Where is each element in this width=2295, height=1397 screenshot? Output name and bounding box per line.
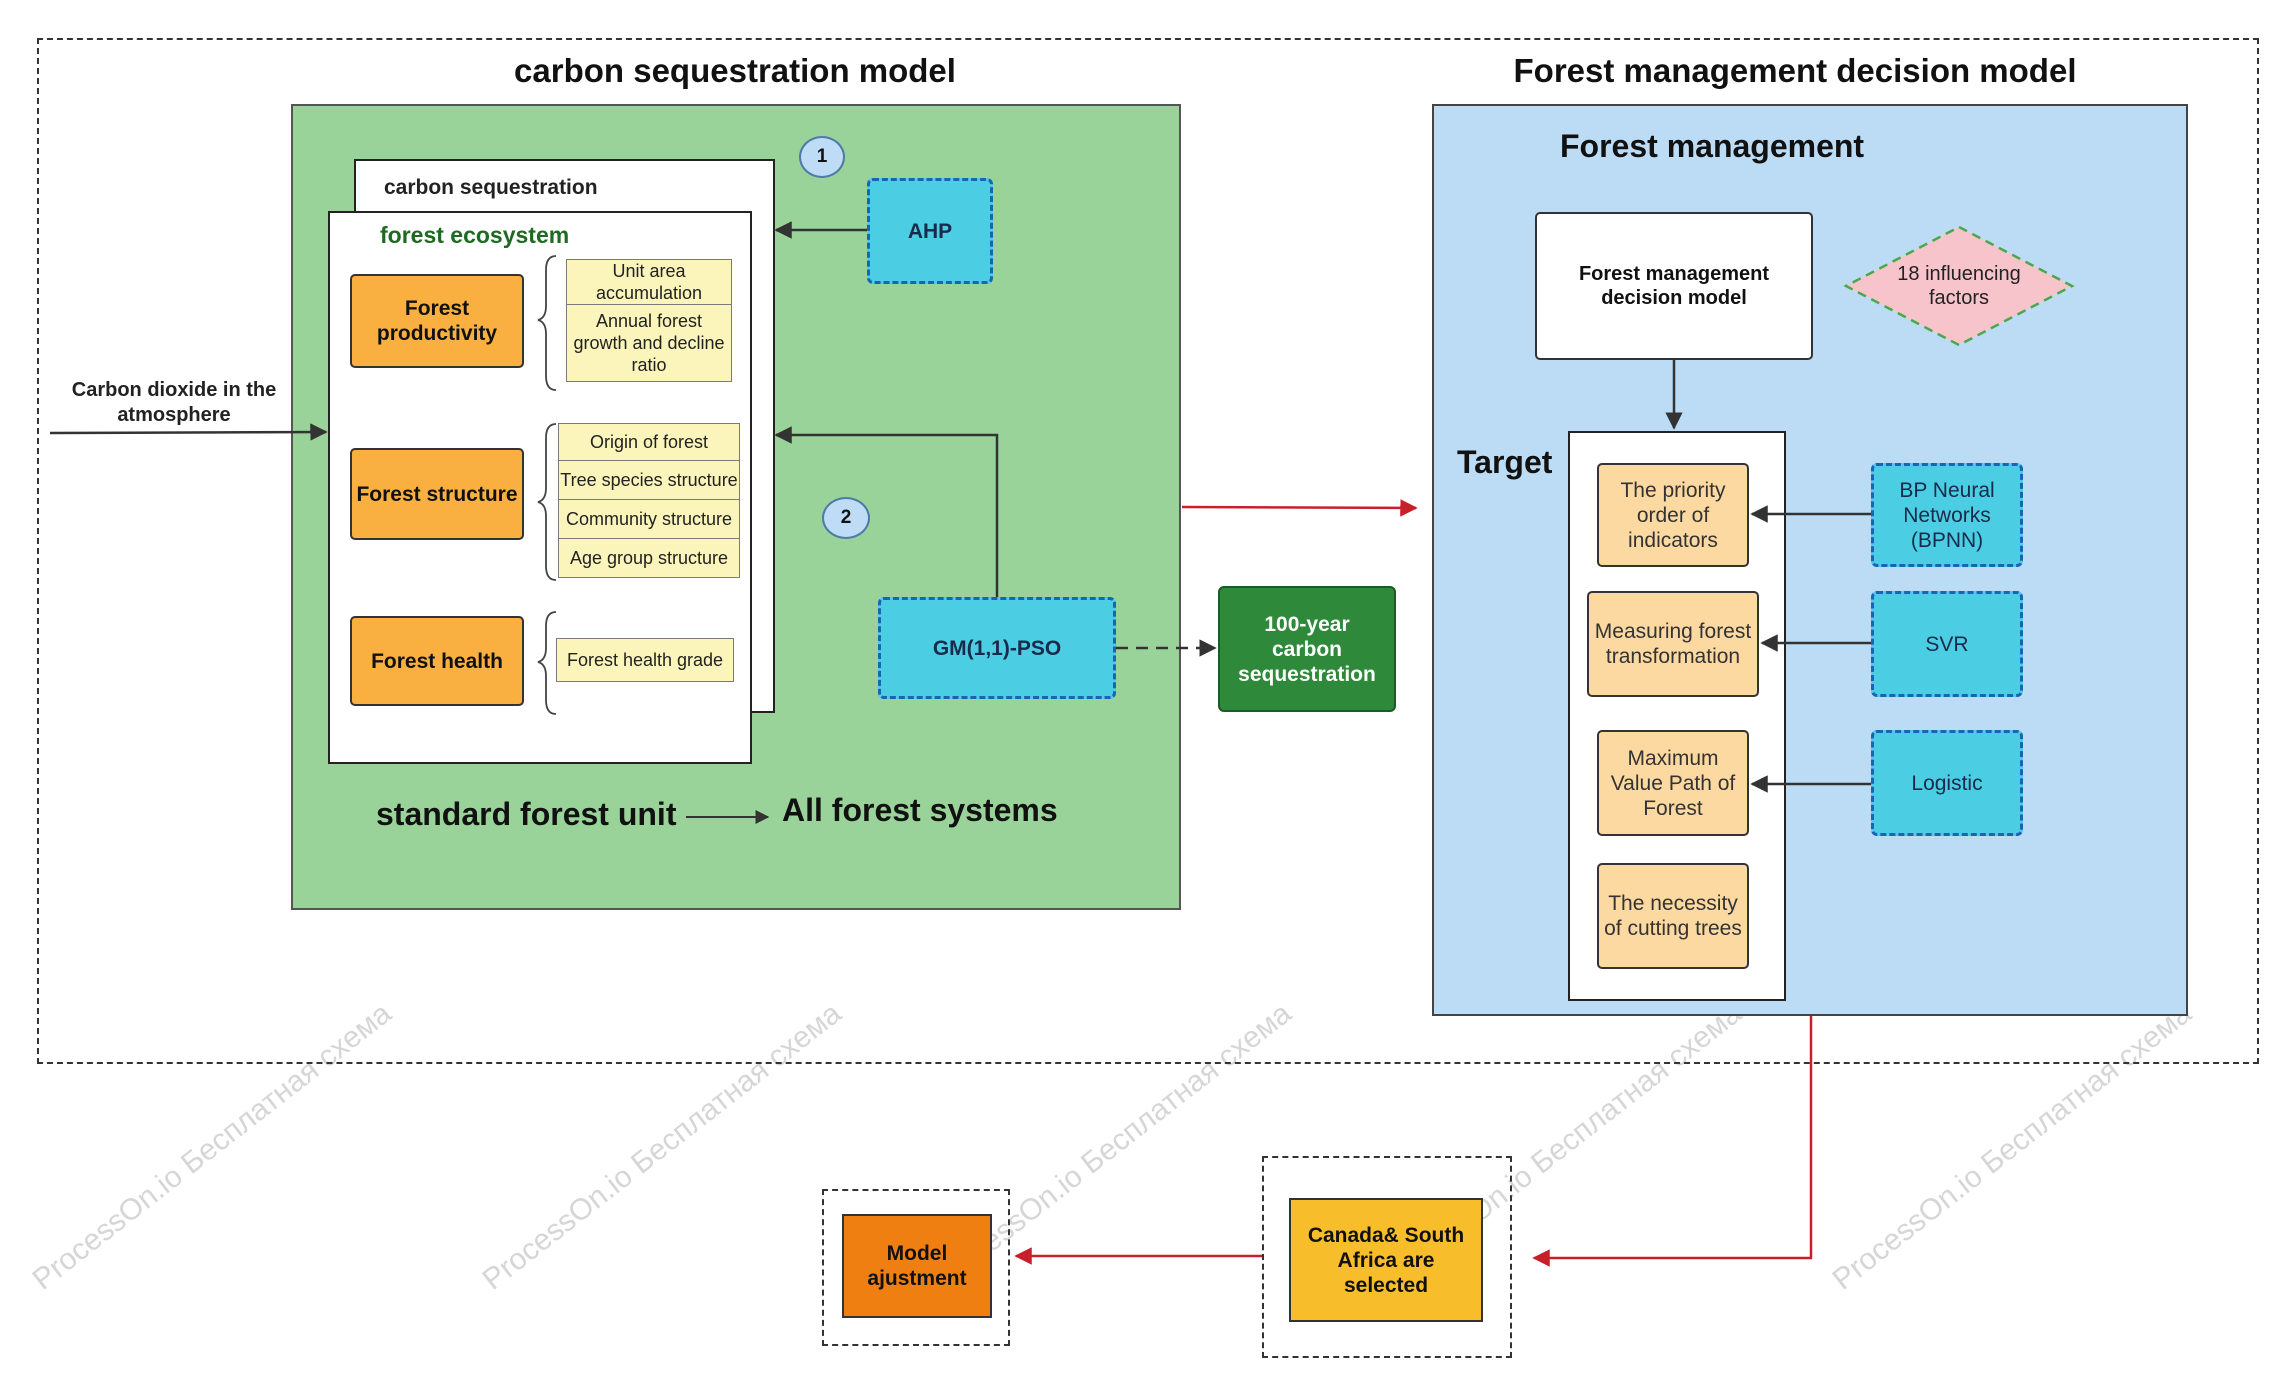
forest-productivity-box[interactable]: Forest productivity	[350, 274, 524, 368]
all-forest-systems-label: All forest systems	[782, 792, 1058, 828]
canada-south-africa-box[interactable]: Canada& South Africa are selected	[1289, 1198, 1483, 1322]
forest-ecosystem-label: forest ecosystem	[380, 222, 570, 248]
influencing-factors-diamond	[1843, 225, 2075, 347]
step-badge-1: 1	[799, 136, 845, 178]
forest-management-heading: Forest management	[1560, 128, 1865, 164]
forest-structure-box[interactable]: Forest structure	[350, 448, 524, 540]
influencing-factors-label: 18 influencing factors	[1897, 263, 2021, 309]
co2-atmosphere-label: Carbon dioxide in the atmosphere	[71, 379, 277, 426]
ahp-box[interactable]: AHP	[867, 178, 993, 284]
forest-health-grade: Forest health grade	[556, 638, 734, 682]
annual-growth-decline-ratio: Annual forest growth and decline ratio	[566, 304, 732, 382]
carbon-model-title: carbon sequestration model	[514, 52, 956, 89]
tree-species-structure: Tree species structure	[558, 460, 740, 500]
forest-model-title: Forest management decision model	[1513, 52, 2077, 89]
community-structure: Community structure	[558, 499, 740, 539]
gm-pso-box[interactable]: GM(1,1)-PSO	[878, 597, 1116, 699]
standard-forest-unit-label: standard forest unit	[376, 796, 677, 832]
svr-box[interactable]: SVR	[1871, 591, 2023, 697]
maximum-value-path-box[interactable]: Maximum Value Path of Forest	[1597, 730, 1749, 836]
model-adjustment-box[interactable]: Model ajustment	[842, 1214, 992, 1318]
selected-countries-group	[1262, 1156, 1512, 1358]
outer-frame	[37, 38, 2259, 1064]
model-adjustment-group	[822, 1189, 1010, 1346]
necessity-cutting-trees-box[interactable]: The necessity of cutting trees	[1597, 863, 1749, 969]
priority-order-box[interactable]: The priority order of indicators	[1597, 463, 1749, 567]
unit-area-accumulation: Unit area accumulation	[566, 259, 732, 305]
logistic-box[interactable]: Logistic	[1871, 730, 2023, 836]
origin-of-forest: Origin of forest	[558, 423, 740, 461]
age-group-structure: Age group structure	[558, 538, 740, 578]
measuring-transformation-box[interactable]: Measuring forest transformation	[1587, 591, 1759, 697]
decision-model-box[interactable]: Forest management decision model	[1535, 212, 1813, 360]
hundred-year-sequestration-box[interactable]: 100-year carbon sequestration	[1218, 586, 1396, 712]
step-badge-2: 2	[822, 497, 870, 539]
target-label: Target	[1457, 444, 1553, 480]
forest-health-box[interactable]: Forest health	[350, 616, 524, 706]
carbon-sequestration-label: carbon sequestration	[384, 176, 598, 199]
bpnn-box[interactable]: BP Neural Networks (BPNN)	[1871, 463, 2023, 567]
